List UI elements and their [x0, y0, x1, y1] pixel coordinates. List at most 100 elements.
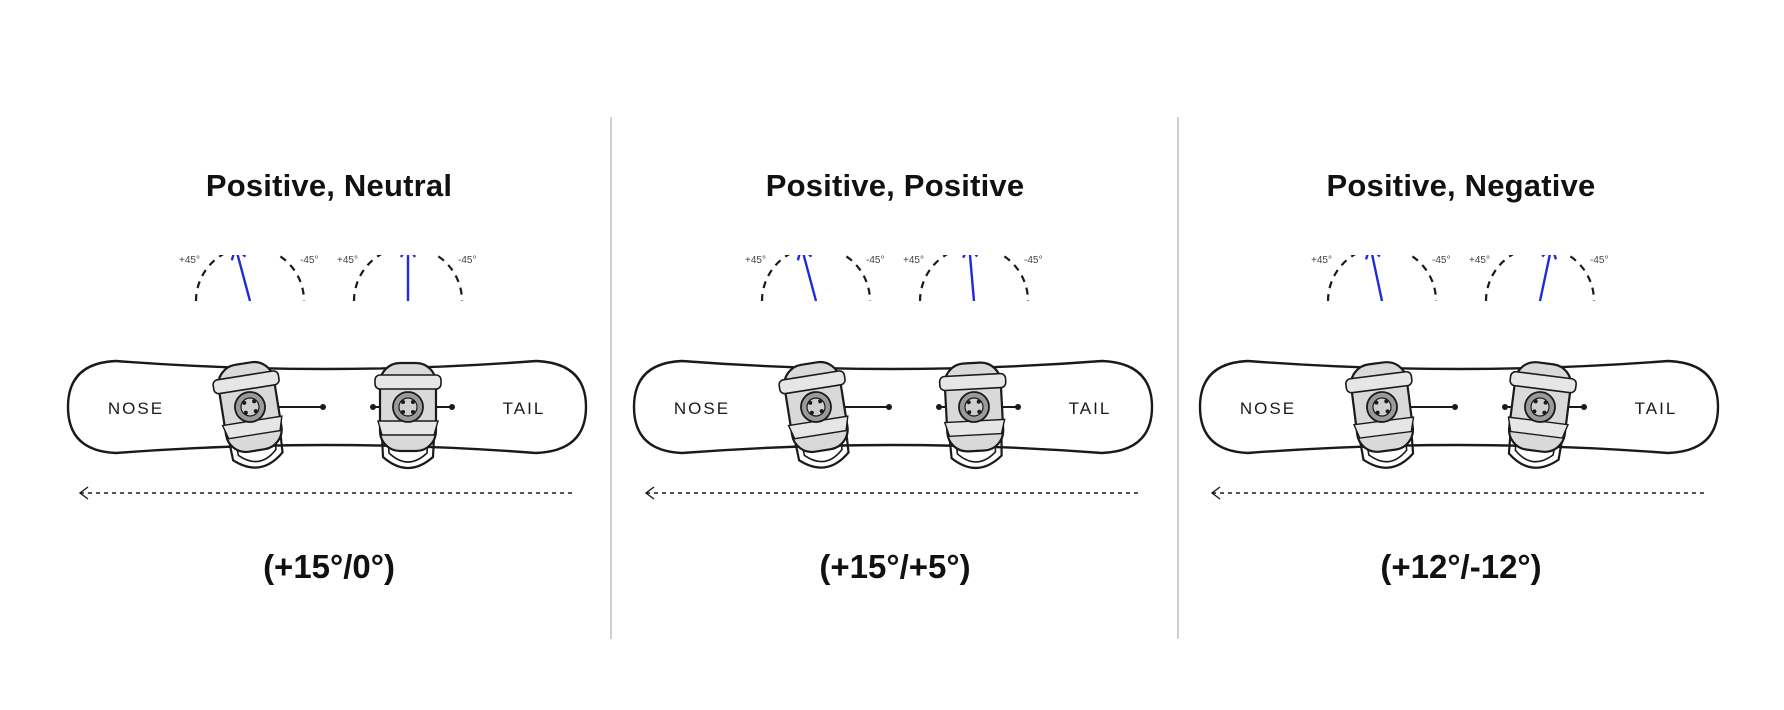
binding-ankle-strap — [787, 415, 849, 440]
disc-screw — [253, 409, 258, 414]
stance-angle-arrow — [1538, 255, 1552, 302]
arrow-head — [1364, 255, 1381, 260]
disc-screw — [401, 400, 405, 404]
binding-disc-center — [964, 397, 984, 417]
tick-label-plus45: +45° — [1311, 255, 1332, 266]
angle-scale-arc — [760, 255, 872, 302]
nose-label: NOSE — [108, 399, 164, 418]
stance-panel-2: Positive, Positive NOSETAIL+45°-45°+15°0… — [612, 0, 1178, 710]
binding-heel-loop — [946, 415, 1003, 470]
tick-label-minus45: -45° — [1024, 255, 1042, 266]
binding-heel-loop-inner — [952, 419, 997, 463]
disc-screw — [1542, 410, 1547, 415]
binding-heel-loop-inner — [1514, 418, 1560, 463]
angle-scale-arc — [1484, 255, 1596, 302]
binding — [1507, 361, 1577, 469]
binding-heel-loop — [1355, 413, 1415, 469]
insert-dot — [1015, 404, 1021, 410]
angle-caption: (+12°/-12°) — [1380, 548, 1542, 585]
arrow-head — [796, 255, 813, 261]
disc-screw — [966, 400, 971, 405]
binding-ankle-strap — [377, 420, 439, 436]
tick-label-plus45: +45° — [1469, 255, 1490, 266]
diagram-group: NOSETAIL+45°-45°+15°0°-15°+45°-45°+15°+5… — [632, 255, 1154, 500]
tick-label-plus45: +45° — [903, 255, 924, 266]
arrow-head — [1541, 255, 1558, 260]
binding — [212, 360, 284, 469]
insert-dot — [936, 404, 942, 410]
tail-label: TAIL — [503, 399, 546, 418]
tick-label-minus45: -45° — [1432, 255, 1450, 266]
binding-heel-loop — [789, 412, 850, 469]
stance-panel-3: Positive, Negative NOSETAIL+45°-45°+12°0… — [1178, 0, 1744, 710]
stance-angle-arrow — [236, 255, 252, 302]
nose-label: NOSE — [674, 399, 730, 418]
binding-ankle-strap — [943, 418, 1006, 438]
diagram-group: NOSETAIL+45°-45°+15°0°-15°+45°-45°+15°0°… — [66, 255, 588, 500]
insert-dot — [1581, 404, 1587, 410]
panel-title: Positive, Negative — [1326, 168, 1596, 203]
angle-scale-arc — [352, 255, 464, 302]
binding-heel-loop-inner — [230, 417, 277, 463]
direction-arrow-head — [1210, 486, 1221, 500]
disc-screw — [401, 410, 405, 414]
panel-title: Positive, Neutral — [205, 168, 453, 203]
tick-label-minus45: -45° — [300, 255, 318, 266]
binding-toe-strap — [212, 370, 280, 395]
tail-label: TAIL — [1635, 399, 1678, 418]
disc-screw — [1543, 400, 1548, 405]
tick-label-minus45: -45° — [866, 255, 884, 266]
binding-toe-strap — [938, 372, 1007, 392]
insert-dot — [449, 404, 455, 410]
disc-screw — [243, 410, 248, 415]
tick-label-plus45: +45° — [745, 255, 766, 266]
disc-screw — [1375, 410, 1380, 415]
disc-screw — [977, 409, 982, 414]
disc-screw — [1533, 399, 1538, 404]
angle-scale-arc — [918, 255, 1030, 302]
snowboard-diagram: NOSETAIL+45°-45°+15°0°-15°+45°-45°+15°0°… — [66, 255, 588, 500]
binding-heel-loop — [223, 412, 284, 469]
binding-ankle-strap — [1352, 416, 1415, 439]
binding-toe-strap — [1509, 370, 1577, 394]
tick-label-minus45: -45° — [1590, 255, 1608, 266]
diagram-group: NOSETAIL+45°-45°+12°0°-15°+45°-45°+15°0°… — [1198, 255, 1720, 500]
disc-screw — [808, 400, 813, 405]
arrow-head — [230, 255, 247, 261]
disc-screw — [1385, 409, 1390, 414]
disc-screw — [809, 410, 814, 415]
insert-dot — [1502, 404, 1508, 410]
disc-screw — [242, 400, 247, 405]
binding-heel-loop — [1507, 413, 1567, 469]
stance-angle-arrow — [968, 255, 976, 302]
angle-caption: (+15°/+5°) — [819, 548, 971, 585]
tail-label: TAIL — [1069, 399, 1112, 418]
binding — [938, 361, 1007, 470]
panel-divider — [1177, 117, 1179, 639]
angle-scale-arc — [1326, 255, 1438, 302]
nose-label: NOSE — [1240, 399, 1296, 418]
binding-heel-loop-inner — [796, 417, 843, 463]
disc-screw — [1532, 409, 1537, 414]
binding — [778, 360, 850, 469]
snowboard-diagram: NOSETAIL+45°-45°+12°0°-15°+45°-45°+15°0°… — [1198, 255, 1720, 500]
binding — [1345, 361, 1415, 469]
binding-heel-loop-inner — [386, 420, 430, 463]
binding-toe-strap — [1345, 370, 1413, 394]
tick-label-plus45: +45° — [337, 255, 358, 266]
tick-label-minus45: -45° — [458, 255, 476, 266]
insert-dot — [1452, 404, 1458, 410]
tick-label-plus45: +45° — [179, 255, 200, 266]
binding-ankle-strap — [1507, 416, 1570, 439]
binding-heel-loop-inner — [1362, 418, 1408, 463]
angle-scale-arc — [194, 255, 306, 302]
angle-caption: (+15°/0°) — [263, 548, 395, 585]
stance-angle-arrow — [802, 255, 818, 302]
disc-screw — [967, 410, 972, 415]
binding — [374, 361, 442, 470]
binding-toe-strap — [778, 370, 846, 395]
disc-screw — [819, 409, 824, 414]
insert-dot — [886, 404, 892, 410]
binding-ankle-strap — [221, 415, 283, 440]
stance-angle-arrow — [1370, 255, 1384, 302]
